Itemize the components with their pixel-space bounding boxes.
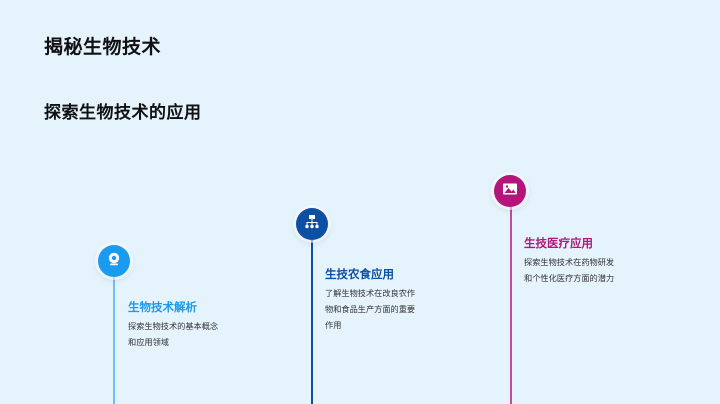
timeline-node-1 bbox=[98, 245, 130, 277]
timeline-line-2 bbox=[311, 239, 313, 404]
timeline-node-3 bbox=[494, 175, 526, 207]
webcam-icon bbox=[105, 250, 123, 272]
sitemap-icon bbox=[303, 213, 321, 235]
timeline-desc-1: 探索生物技术的基本概念和应用领域 bbox=[128, 321, 219, 347]
timeline-node-2 bbox=[296, 208, 328, 240]
image-icon bbox=[501, 180, 519, 202]
timeline-line-3 bbox=[510, 206, 512, 404]
timeline-desc-3: 探索生物技术在药物研发和个性化医疗方面的潜力 bbox=[524, 257, 615, 283]
timeline-title-1: 生物技术解析 bbox=[128, 300, 197, 314]
timeline-title-3: 生技医疗应用 bbox=[524, 236, 593, 250]
slide-title: 揭秘生物技术 bbox=[44, 36, 162, 58]
slide-subtitle: 探索生物技术的应用 bbox=[44, 103, 202, 123]
timeline-line-1 bbox=[113, 276, 115, 404]
timeline-title-2: 生技农食应用 bbox=[325, 267, 394, 281]
timeline-desc-2: 了解生物技术在改良农作物和食品生产方面的重要作用 bbox=[325, 288, 416, 330]
